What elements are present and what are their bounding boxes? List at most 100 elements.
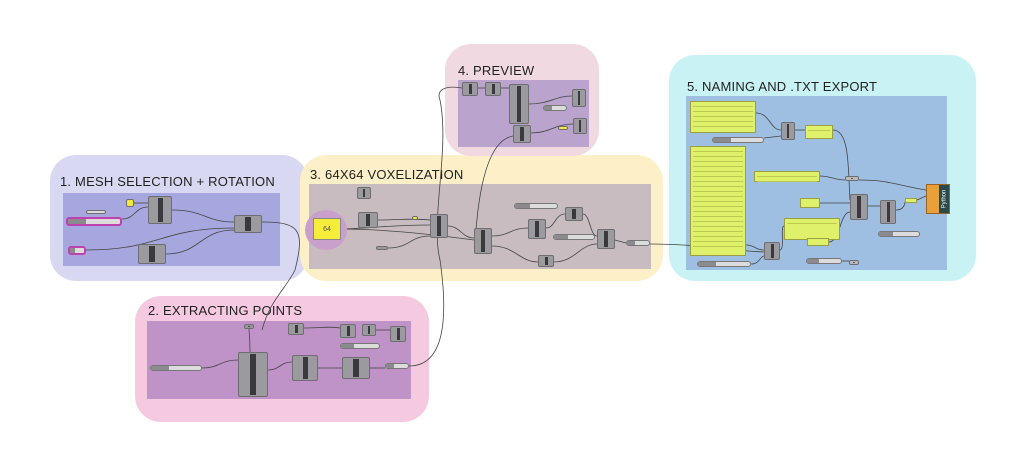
wire [745,244,765,251]
number-slider[interactable] [626,240,650,246]
component-node[interactable] [880,200,896,224]
number-slider[interactable] [385,363,409,369]
python-label-wrap: Python [939,185,949,213]
number-slider[interactable] [340,343,380,349]
number-slider[interactable] [553,234,595,240]
text-panel[interactable] [690,101,756,133]
wire [491,227,529,237]
number-slider[interactable] [878,231,920,237]
text-panel[interactable] [805,125,833,139]
component-node[interactable] [292,355,318,381]
component-strip [367,326,371,334]
panel-line [693,106,753,107]
component-strip [366,214,371,226]
component-node[interactable] [148,196,172,224]
number-slider[interactable] [68,246,86,255]
component-node[interactable] [565,207,583,221]
component-node[interactable] [288,323,304,335]
component-node[interactable] [597,229,615,249]
component-node[interactable] [412,216,418,220]
component-strip [577,91,581,105]
component-strip [481,230,485,252]
component-node[interactable] [126,199,134,207]
wire [553,243,598,263]
component-node[interactable] [485,82,501,96]
component-node[interactable] [358,212,378,228]
group-title-export: 5. NAMING AND .TXT EXPORT [687,79,878,94]
component-node[interactable] [376,246,388,250]
slider-label [554,235,568,239]
component-node[interactable] [845,176,859,181]
component-strip [157,198,163,222]
component-node[interactable] [573,118,587,134]
panel-line [693,161,743,162]
component-node[interactable] [558,126,568,130]
component-node[interactable] [462,82,478,96]
component-node[interactable] [764,242,780,260]
slider-label [151,366,169,370]
wire [261,221,300,331]
number-slider[interactable] [806,258,842,264]
panel-line [808,130,830,131]
component-node[interactable] [342,357,370,379]
component-node[interactable] [340,324,356,338]
python-component[interactable]: Python [926,184,950,214]
component-node[interactable] [572,89,586,107]
component-node[interactable] [357,187,371,199]
number-slider[interactable] [697,261,751,267]
component-node[interactable] [474,228,492,254]
wire [530,123,574,134]
panel-line [693,236,743,237]
voxel-resolution-number[interactable]: 64 [313,218,341,240]
component-node[interactable] [513,125,531,143]
wire [85,227,235,251]
component-node[interactable] [244,324,254,329]
text-panel[interactable] [690,146,746,256]
number-slider[interactable] [514,203,558,209]
component-node[interactable] [538,255,554,267]
text-panel[interactable] [807,238,829,246]
text-panel[interactable] [754,171,820,182]
slider-label [68,219,87,224]
panel-line [693,241,743,242]
component-strip [248,326,250,327]
number-slider[interactable] [150,365,202,371]
wire [267,361,293,371]
component-node[interactable] [390,326,406,342]
component-node[interactable] [362,324,376,336]
component-strip [544,257,548,265]
component-strip [294,325,298,333]
panel-line [693,246,743,247]
component-node[interactable] [86,210,106,214]
component-node[interactable] [238,352,268,397]
component-node[interactable] [850,194,868,220]
wire [408,86,463,367]
wire [750,255,765,265]
number-slider[interactable] [66,217,122,226]
panel-line [693,206,743,207]
text-panel[interactable] [800,198,820,208]
wire [528,95,573,105]
number-slider[interactable] [543,105,567,111]
component-node[interactable] [528,219,546,239]
number-slider[interactable] [712,137,764,143]
component-node[interactable] [430,214,448,238]
component-strip [437,216,441,236]
component-node[interactable] [138,244,166,264]
wire [763,135,782,139]
text-panel[interactable] [905,198,917,203]
component-strip [517,86,522,122]
component-strip [572,209,576,219]
component-node[interactable] [509,84,529,124]
wire [447,225,475,239]
component-node[interactable] [781,122,795,140]
wire [165,229,235,255]
component-node[interactable] [234,215,262,233]
component-strip [578,120,582,132]
panel-line [693,186,743,187]
wire [491,245,539,263]
slider-label [807,259,819,263]
component-node[interactable] [849,260,859,265]
component-strip [302,357,308,379]
text-panel[interactable] [784,218,840,240]
